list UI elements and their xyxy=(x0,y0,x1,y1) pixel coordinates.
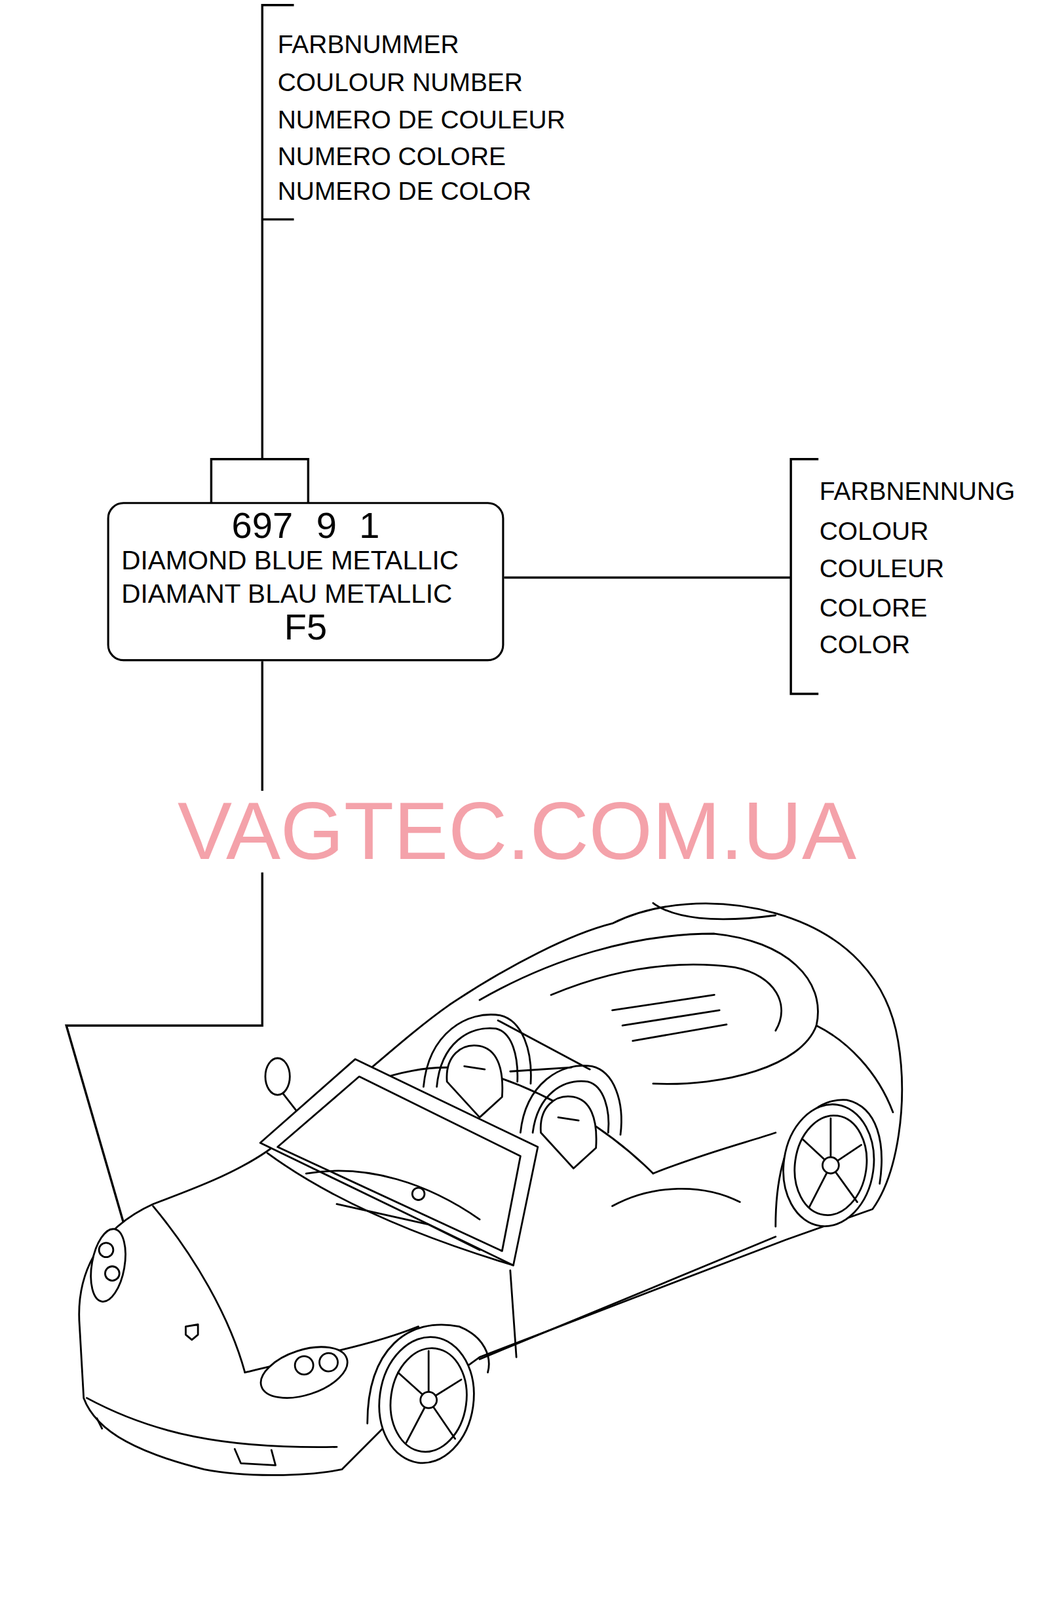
drawing-stroke xyxy=(497,1020,590,1072)
drawing-stroke xyxy=(788,1110,873,1220)
drawing-stroke xyxy=(294,1356,314,1375)
drawing-stroke xyxy=(98,1242,114,1258)
drawing-stroke xyxy=(801,1118,861,1207)
drawing-stroke xyxy=(267,1153,513,1266)
drawing-stroke xyxy=(383,1343,474,1457)
language-label: FARBNENNUNG xyxy=(819,472,1016,510)
colour-number: 697 xyxy=(231,507,294,544)
drawing-stroke xyxy=(371,1330,483,1469)
drawing-stroke xyxy=(153,1206,246,1373)
drawing-stroke xyxy=(412,1187,425,1201)
drawing-stroke xyxy=(775,1098,882,1232)
language-label: COULEUR xyxy=(819,549,945,587)
drawing-stroke xyxy=(790,459,819,694)
drawing-stroke xyxy=(822,1157,839,1174)
drawing-stroke xyxy=(540,1096,597,1169)
drawing-stroke xyxy=(503,576,791,579)
colour-number: 1 xyxy=(359,507,380,544)
language-label: NUMERO DE COULEUR xyxy=(277,100,566,138)
drawing-stroke xyxy=(464,1065,579,1121)
drawing-stroke xyxy=(420,1391,437,1408)
drawing-stroke xyxy=(612,1188,741,1207)
language-label: COULOUR NUMBER xyxy=(277,63,523,101)
colour-label-box: 697 91DIAMOND BLUE METALLICDIAMANT BLAU M… xyxy=(107,501,505,662)
language-label: COLOR xyxy=(819,625,911,663)
language-label: COLOUR xyxy=(819,512,930,550)
colour-name: DIAMANT BLAU METALLIC xyxy=(121,578,453,610)
drawing-stroke xyxy=(86,1398,337,1448)
drawing-stroke xyxy=(479,1236,776,1360)
drawing-stroke xyxy=(397,1350,462,1443)
drawing-stroke xyxy=(653,1132,776,1174)
drawing-stroke xyxy=(612,994,727,1041)
drawing-stroke xyxy=(234,1449,276,1466)
drawing-stroke xyxy=(319,1352,339,1372)
drawing-stroke xyxy=(653,902,776,920)
drawing-stroke xyxy=(551,964,782,1031)
language-label: COLORE xyxy=(819,589,928,626)
drawing-stroke xyxy=(85,1226,132,1305)
colour-code: F5 xyxy=(284,609,327,646)
language-label: NUMERO COLORE xyxy=(277,137,506,175)
colour-number: 9 xyxy=(316,507,337,544)
language-label: FARBNUMMER xyxy=(277,25,460,63)
drawing-stroke xyxy=(281,1091,297,1110)
drawing-stroke xyxy=(96,1418,103,1429)
drawing-stroke xyxy=(262,218,294,221)
watermark: VAGTEC.COM.UA xyxy=(175,790,859,873)
language-label: NUMERO DE COLOR xyxy=(277,172,532,209)
colour-name: DIAMOND BLUE METALLIC xyxy=(121,545,459,576)
drawing-stroke xyxy=(104,1266,120,1281)
drawing-stroke xyxy=(265,1058,290,1095)
drawing-stroke xyxy=(305,1170,480,1251)
drawing-stroke xyxy=(79,903,903,1475)
drawing-stroke xyxy=(260,1059,538,1266)
drawing-stroke xyxy=(185,1324,198,1340)
car-drawing xyxy=(79,902,903,1475)
drawing-stroke xyxy=(816,1025,893,1112)
drawing-stroke xyxy=(254,1337,354,1408)
